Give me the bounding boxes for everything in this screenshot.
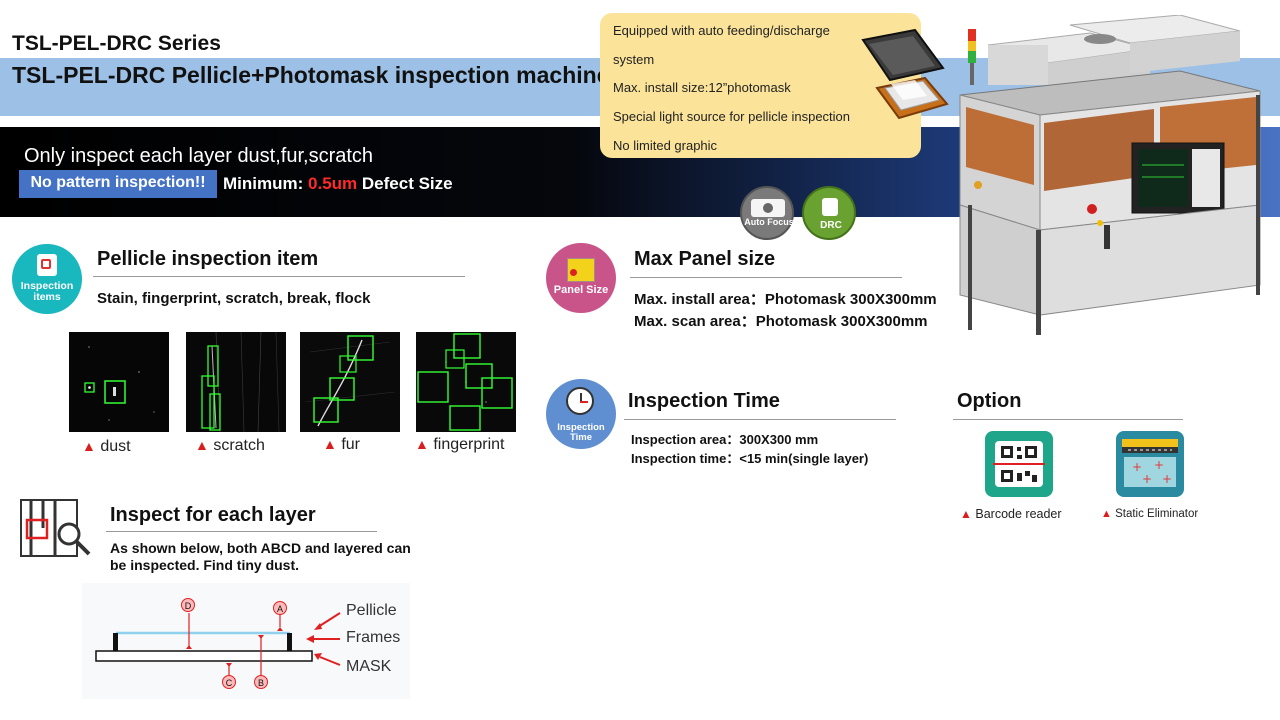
pellicle-heading: Pellicle inspection item: [97, 248, 319, 270]
option-heading: Option: [957, 390, 1022, 412]
static-eliminator-icon: + + + +: [1116, 431, 1184, 497]
mask-label: MASK: [346, 658, 392, 675]
marker-c: C: [222, 675, 236, 689]
no-pattern-badge: No pattern inspection!!: [19, 170, 217, 198]
divider: [106, 531, 377, 532]
feature-line: Special light source for pellicle inspec…: [613, 109, 851, 124]
inspection-items-icon: Inspection items: [12, 244, 82, 314]
panel-size-label: Panel Size: [553, 284, 609, 296]
grid-icon: [567, 258, 595, 282]
pellicle-items-text: Stain, fingerprint, scratch, break, floc…: [97, 290, 371, 307]
layer-diagram: D A C B Pellicle Frames MASK: [82, 583, 410, 699]
option-caption: ▲ Barcode reader: [960, 507, 1062, 521]
features-note: Equipped with auto feeding/discharge sys…: [600, 13, 921, 158]
fur-sample-image: [300, 332, 400, 432]
scratch-label: scratch: [213, 437, 265, 454]
feature-line: system: [613, 52, 655, 67]
divider: [93, 276, 465, 277]
fingerprint-label: fingerprint: [433, 436, 505, 453]
fur-label: fur: [341, 436, 360, 453]
drc-icon: [822, 198, 838, 216]
sample-caption: ▲ scratch: [195, 437, 265, 454]
banner-headline: Only inspect each layer dust,fur,scratch: [24, 145, 374, 167]
feature-line: Max. install size:12”photomask: [613, 80, 791, 95]
drc-badge: DRC: [802, 186, 856, 240]
camera-icon: [751, 199, 785, 217]
panel-scan-area: Max. scan area：Photomask 300X300mm: [634, 313, 928, 330]
drc-label: DRC: [820, 220, 842, 231]
sample-caption: ▲ dust: [82, 438, 131, 455]
svg-text:+: +: [1154, 458, 1164, 472]
panel-heading: Max Panel size: [634, 248, 776, 270]
layer-description-line1: As shown below, both ABCD and layered ca…: [110, 540, 411, 556]
inspection-time-icon: Inspection Time: [546, 379, 616, 449]
barcode-reader-label: Barcode reader: [975, 507, 1062, 521]
scratch-sample-image: [186, 332, 286, 432]
sample-caption: ▲ fingerprint: [415, 436, 505, 453]
divider: [953, 419, 1183, 420]
inspection-machine-illustration: [959, 15, 1261, 335]
minimum-defect: Minimum: 0.5um Defect Size: [223, 174, 453, 194]
static-eliminator-label: Static Eliminator: [1115, 508, 1199, 520]
marker-a: A: [273, 601, 287, 615]
auto-focus-badge: Auto Focus: [740, 186, 794, 240]
pellicle-label: Pellicle: [346, 602, 397, 619]
divider: [630, 277, 902, 278]
svg-text:+: +: [1142, 472, 1152, 486]
marker-d: D: [181, 598, 195, 612]
layer-inspect-icon: [20, 499, 91, 557]
minimum-suffix: Defect Size: [361, 174, 453, 193]
inspection-items-label: Inspection items: [20, 280, 74, 303]
option-caption: ▲ Static Eliminator: [1101, 508, 1199, 520]
layer-heading: Inspect for each layer: [110, 504, 316, 526]
sample-caption: ▲ fur: [323, 436, 360, 453]
svg-text:+: +: [1162, 472, 1172, 486]
photomask-tray-illustration: [861, 28, 949, 120]
panel-install-area: Max. install area：Photomask 300X300mm: [634, 291, 937, 308]
feature-line: Equipped with auto feeding/discharge: [613, 23, 830, 38]
divider: [624, 419, 896, 420]
series-title: TSL-PEL-DRC Series: [12, 32, 221, 55]
clock-icon: [566, 387, 594, 415]
inspection-time-text: Inspection time：<15 min(single layer): [631, 451, 869, 466]
minimum-value: 0.5um: [308, 174, 358, 193]
minimum-label: Minimum:: [223, 174, 304, 193]
page-title: TSL-PEL-DRC Pellicle+Photomask inspectio…: [12, 62, 610, 88]
barcode-reader-icon: [985, 431, 1053, 497]
dust-sample-image: [69, 332, 169, 432]
document-icon: [37, 254, 57, 276]
frames-label: Frames: [346, 629, 401, 646]
marker-b: B: [254, 675, 268, 689]
layer-diagram-drawing: [95, 612, 341, 675]
panel-size-icon: Panel Size: [546, 243, 616, 313]
svg-text:+: +: [1132, 460, 1142, 474]
inspection-area-text: Inspection area：300X300 mm: [631, 432, 819, 447]
inspection-time-label: Inspection Time: [557, 422, 605, 443]
auto-focus-label: Auto Focus: [744, 217, 794, 227]
dust-label: dust: [100, 438, 131, 455]
feature-line: No limited graphic: [613, 138, 718, 153]
time-heading: Inspection Time: [628, 390, 780, 412]
layer-description-line2: be inspected. Find tiny dust.: [110, 557, 300, 573]
fingerprint-sample-image: [416, 332, 516, 432]
